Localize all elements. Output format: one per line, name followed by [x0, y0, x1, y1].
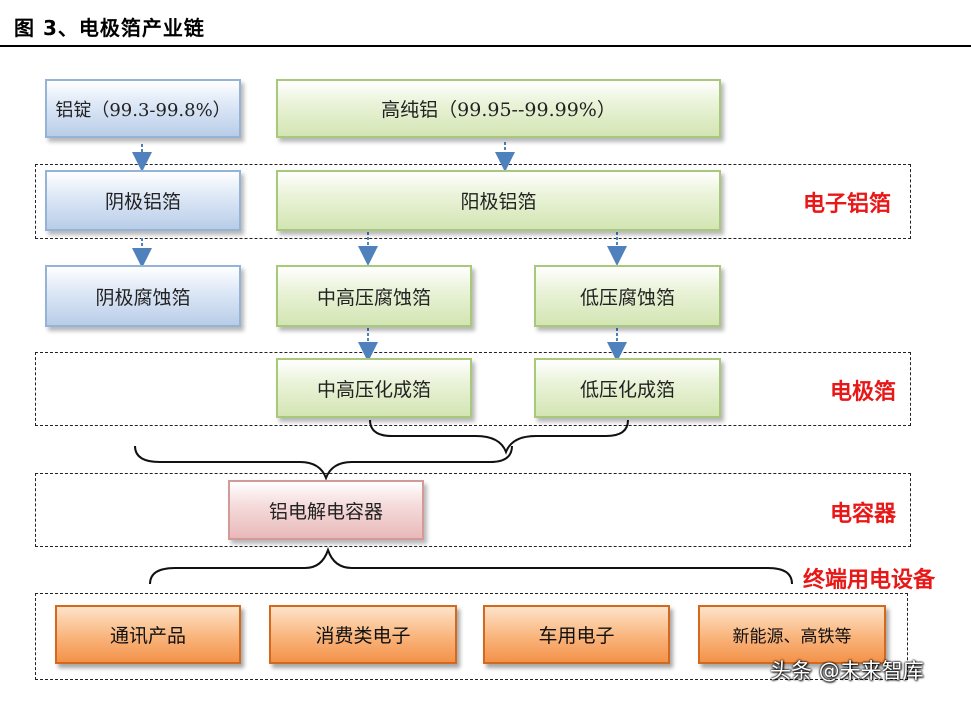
- node-aluminum-ingot: 铝锭（99.3-99.8%）: [45, 79, 241, 138]
- node-high-purity-aluminum: 高纯铝（99.95--99.99%）: [276, 79, 721, 138]
- brace-to-end-devices: [149, 546, 793, 585]
- node-cathode-foil: 阴极铝箔: [45, 170, 241, 231]
- node-cathode-etched-foil: 阴极腐蚀箔: [45, 265, 241, 327]
- group-capacitor: [35, 473, 911, 547]
- node-low-voltage-etched-foil: 低压腐蚀箔: [534, 265, 721, 327]
- stage-label-end-devices: 终端用电设备: [803, 568, 936, 593]
- figure-title: 图 3、电极箔产业链: [14, 16, 205, 40]
- stage-label-electrode-foil: 电极箔: [830, 380, 897, 405]
- title-rule: [0, 45, 971, 47]
- brace-formed-foils: [369, 419, 629, 455]
- node-automotive-electronics: 车用电子: [483, 605, 670, 664]
- group-end-devices: [35, 593, 908, 680]
- node-low-voltage-formed-foil: 低压化成箔: [534, 358, 721, 418]
- stage-label-electronic-aluminum-foil: 电子铝箔: [803, 192, 892, 217]
- node-anode-foil: 阳极铝箔: [276, 170, 721, 231]
- node-mid-high-voltage-etched-foil: 中高压腐蚀箔: [276, 265, 472, 327]
- node-mid-high-voltage-formed-foil: 中高压化成箔: [276, 358, 472, 418]
- watermark: 头条 @未来智库: [770, 659, 924, 683]
- stage-label-capacitor: 电容器: [830, 502, 897, 527]
- node-consumer-electronics: 消费类电子: [269, 605, 457, 664]
- group-electrode-foil: [35, 352, 911, 426]
- brace-to-capacitor: [134, 445, 513, 481]
- node-telecom-products: 通讯产品: [55, 605, 241, 664]
- node-new-energy-rail: 新能源、高铁等: [698, 605, 886, 664]
- group-electronic-aluminum-foil: [35, 164, 911, 239]
- node-aluminum-electrolytic-capacitor: 铝电解电容器: [228, 480, 424, 540]
